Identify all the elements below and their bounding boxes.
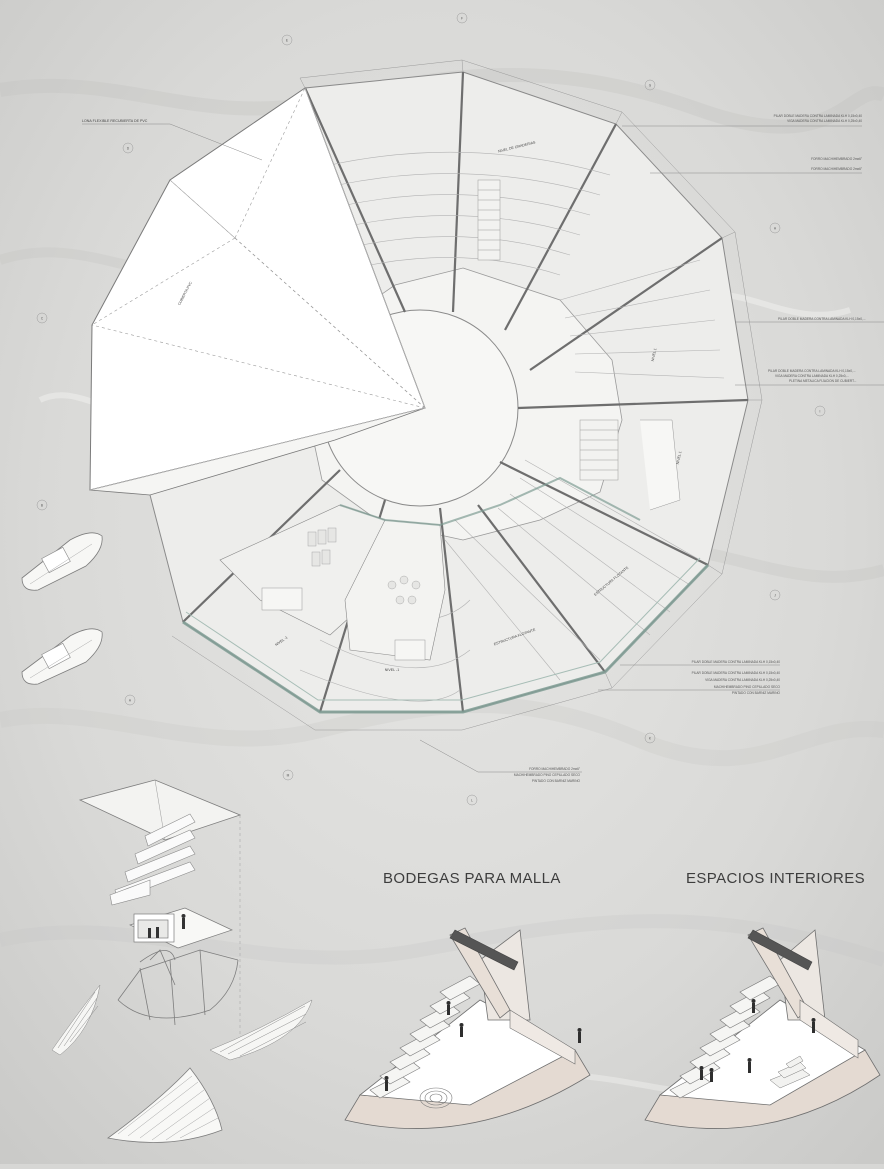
grid-letter-i: I <box>820 410 821 414</box>
callouts-right-top: PILAR DOBLE MADERA CONTRA LAMINADA KLH 0… <box>622 114 863 174</box>
callouts-right-mid: PILAR DOBLE MADERA CONTRA LAMINADA KLH 0… <box>735 317 884 386</box>
grid-letter-k: K <box>649 737 652 741</box>
callout-rt-2: VIGA MADERA CONTRA LAMINADA KLH 0,25x0,4… <box>787 119 862 123</box>
heading-espacios: ESPACIOS INTERIORES <box>686 870 866 887</box>
boat-1 <box>21 532 103 591</box>
callout-rm-3: VIGA MADERA CONTRA LAMINADA KLH 0,25x0,.… <box>775 374 849 378</box>
callout-rt-3: FORRO MACHIHEMBRADO 2mx6" <box>811 157 862 161</box>
floor-plan: E F G H I J K L M A B C D NIVEL DE GRADE… <box>36 12 884 806</box>
floating-edge <box>182 476 710 714</box>
callout-rb-3: VIGA MADERA CONTRA LAMINADA KLH 0,25x0,4… <box>705 678 780 682</box>
grid-letter-f: F <box>461 17 463 21</box>
membrane-canopy <box>89 87 426 496</box>
callout-rm-2: PILAR DOBLE MADERA CONTRA LAMINADA KLH 0… <box>768 369 856 373</box>
right-stairs <box>579 419 681 511</box>
callout-rb-4: MACHIHEMBRADO PINO CEPILLADO SECO <box>714 685 781 689</box>
callout-rb-2: PILAR DOBLE MADERA CONTRA LAMINADA KLH 0… <box>692 671 781 675</box>
label-lona: LONA FLEXIBLE RECUBIERTA DE PVC <box>82 119 148 123</box>
grid-letter-l: L <box>471 799 473 803</box>
espacios-section <box>644 927 881 1129</box>
grid-letter-m: M <box>287 774 290 778</box>
grid-letter-e: E <box>286 39 288 43</box>
interior-stair <box>769 1055 811 1089</box>
grid-letter-c: C <box>41 317 44 321</box>
callout-rb-1: PILAR DOBLE MADERA CONTRA LAMINADA KLH 0… <box>692 660 781 664</box>
callout-lona: LONA FLEXIBLE RECUBIERTA DE PVC <box>82 119 263 161</box>
heading-bodegas: BODEGAS PARA MALLA <box>383 870 561 887</box>
grid-bubbles <box>36 12 826 806</box>
bodegas-section <box>344 927 591 1129</box>
callout-rm-1: PILAR DOBLE MADERA CONTRA LAMINADA KLH 0… <box>778 317 866 321</box>
coiled-net <box>419 1087 453 1109</box>
callout-b-3: PINTADO CON BARNIZ MARINO <box>532 779 581 783</box>
callout-rt-1: PILAR DOBLE MADERA CONTRA LAMINADA KLH 0… <box>774 114 863 118</box>
callouts-right-bottom: PILAR DOBLE MADERA CONTRA LAMINADA KLH 0… <box>598 660 781 695</box>
label-nivel-m1a: NIVEL -1 <box>274 635 288 647</box>
grid-letters: E F G H I J K L M A B C D <box>41 17 821 803</box>
label-nivel-m1b: NIVEL -1 <box>385 668 399 672</box>
callout-rm-4: PLETINA METALICA FIJACION DE CUBIERT... <box>789 379 856 383</box>
grid-letter-a: A <box>129 699 132 703</box>
grid-letter-b: B <box>41 504 43 508</box>
exploded-axonometric <box>51 779 313 1143</box>
callout-rb-5: PINTADO CON BARNIZ MARINO <box>732 691 781 695</box>
callout-b-1: FORRO MACHIHEMBRADO 2mx6" <box>529 767 580 771</box>
grid-letter-h: H <box>774 227 777 231</box>
label-nivel-1a: NIVEL 1 <box>651 348 658 362</box>
label-nivel-1b: NIVEL 1 <box>676 451 683 465</box>
lower-rooms <box>219 504 446 661</box>
callout-rt-4: FORRO MACHIHEMBRADO 2mx6" <box>811 167 862 171</box>
dimension-lines <box>171 59 763 731</box>
grid-letter-d: D <box>127 147 130 151</box>
callouts-bottom: FORRO MACHIHEMBRADO 2mx6" MACHIHEMBRADO … <box>419 739 582 783</box>
boat-2 <box>21 628 103 685</box>
top-stairs <box>477 179 501 261</box>
grid-letter-g: G <box>649 84 652 88</box>
grid-letter-j: J <box>774 594 776 598</box>
callout-b-2: MACHIHEMBRADO PINO CEPILLADO SECO <box>514 773 581 777</box>
